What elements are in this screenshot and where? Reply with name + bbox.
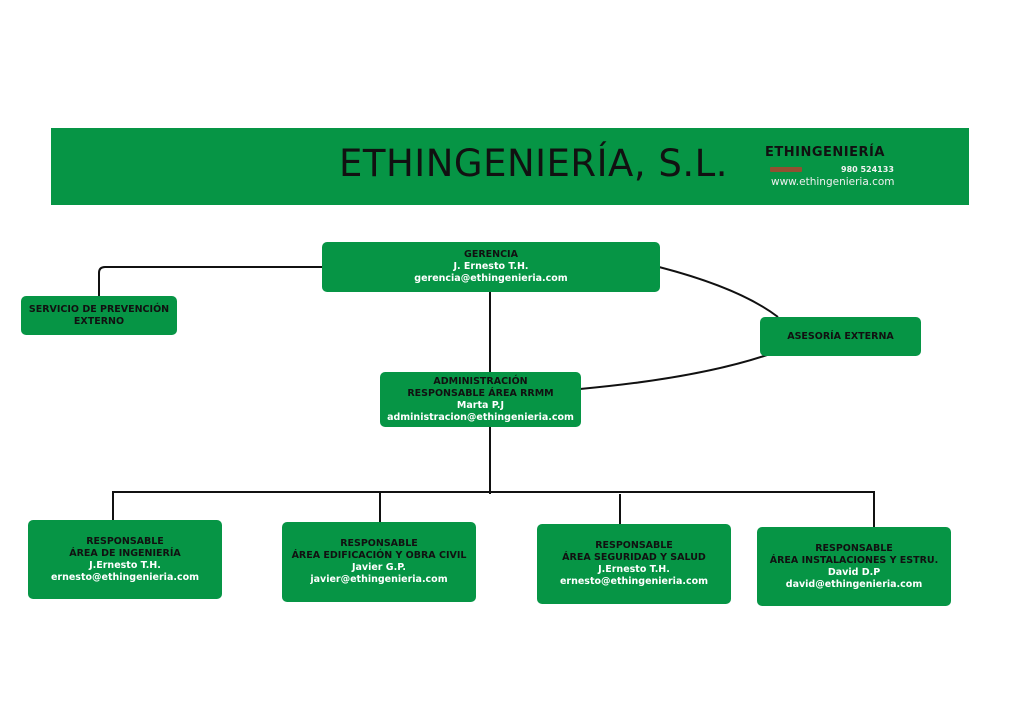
company-logo: ETHINGENIERÍA 980 524133 www.ethingenier… — [763, 142, 899, 194]
area-role: RESPONSABLE — [340, 538, 418, 549]
asesoria-title: ASESORÍA EXTERNA — [787, 330, 894, 342]
logo-url: www.ethingenieria.com — [771, 176, 895, 188]
connector-asesoria-administracion — [579, 353, 771, 390]
gerencia-title: GERENCIA — [464, 249, 518, 260]
administracion-email: administracion@ethingenieria.com — [387, 411, 574, 423]
logo-mark-icon — [770, 167, 802, 172]
area-email: javier@ethingenieria.com — [310, 574, 448, 585]
area-role: RESPONSABLE — [815, 542, 893, 554]
node-servicio-prevencion: SERVICIO DE PREVENCIÓN EXTERNO — [21, 296, 177, 335]
area-email: ernesto@ethingenieria.com — [50, 571, 200, 583]
gerencia-email: gerencia@ethingenieria.com — [414, 273, 568, 284]
logo-name: ETHINGENIERÍA — [765, 145, 885, 160]
area-name: ÁREA EDIFICACIÓN Y OBRA CIVIL — [291, 550, 467, 561]
connector-gerencia-asesoria — [658, 266, 779, 318]
area-person: Javier G.P. — [351, 562, 407, 573]
area-person: J.Ernesto T.H. — [598, 564, 670, 575]
node-asesoria-externa: ASESORÍA EXTERNA — [760, 317, 921, 356]
administracion-title-line1: ADMINISTRACIÓN — [433, 375, 528, 387]
area-person: David D.P — [827, 566, 881, 578]
area-email: david@ethingenieria.com — [785, 578, 923, 590]
node-area-edificacion: RESPONSABLE ÁREA EDIFICACIÓN Y OBRA CIVI… — [282, 522, 476, 602]
logo-phone: 980 524133 — [841, 165, 894, 174]
administracion-title-line2: RESPONSABLE ÁREA RRMM — [407, 387, 554, 399]
area-name: ÁREA DE INGENIERÍA — [69, 547, 181, 559]
prevencion-title-line2: EXTERNO — [73, 315, 125, 327]
company-title: ETHINGENIERÍA, S.L. — [339, 142, 728, 185]
area-name: ÁREA SEGURIDAD Y SALUD — [562, 552, 706, 563]
node-gerencia: GERENCIA J. Ernesto T.H. gerencia@ething… — [322, 242, 660, 292]
node-area-seguridad: RESPONSABLE ÁREA SEGURIDAD Y SALUD J.Ern… — [537, 524, 731, 604]
administracion-person: Marta P.J — [456, 399, 505, 411]
area-role: RESPONSABLE — [86, 535, 164, 547]
gerencia-person: J. Ernesto T.H. — [453, 261, 529, 272]
area-role: RESPONSABLE — [595, 540, 673, 551]
node-area-ingenieria: RESPONSABLE ÁREA DE INGENIERÍA J.Ernesto… — [28, 520, 222, 599]
connector-gerencia-prevencion — [98, 266, 322, 297]
area-person: J.Ernesto T.H. — [89, 559, 161, 571]
header-banner: ETHINGENIERÍA, S.L. ETHINGENIERÍA 980 52… — [51, 128, 969, 205]
area-name: ÁREA INSTALACIONES Y ESTRU. — [769, 554, 939, 566]
area-email: ernesto@ethingenieria.com — [559, 576, 709, 587]
prevencion-title-line1: SERVICIO DE PREVENCIÓN — [28, 303, 170, 315]
node-administracion: ADMINISTRACIÓN RESPONSABLE ÁREA RRMM Mar… — [380, 372, 581, 427]
node-area-instalaciones: RESPONSABLE ÁREA INSTALACIONES Y ESTRU. … — [757, 527, 951, 606]
